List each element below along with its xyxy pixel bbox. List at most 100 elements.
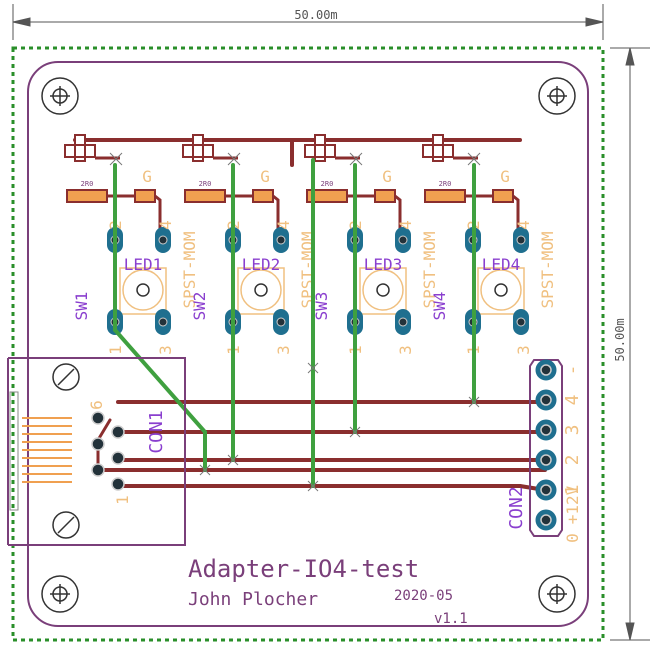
con2-ref-label: CON2 (506, 486, 527, 529)
resistor-value-label: 2R0 (439, 180, 452, 188)
switch-pin-label: 1 (106, 345, 125, 355)
led-resistor (66, 189, 108, 203)
switch-actuator (362, 269, 404, 311)
con1-hole-top (52, 363, 80, 391)
switch-ref-label: SW2 (190, 292, 209, 321)
con1-hole-bottom (52, 511, 80, 539)
switch-value-label: SPST-MOM (538, 231, 557, 308)
resistor-body (314, 134, 326, 162)
resistor-body (432, 134, 444, 162)
led-pad (374, 189, 396, 203)
resistor-value-label: 2R0 (321, 180, 334, 188)
switch-value-label: SPST-MOM (420, 231, 439, 308)
switch-ref-label: SW1 (72, 292, 91, 321)
via (307, 480, 319, 492)
switch-actuator (122, 269, 164, 311)
resistor-value-label: 2R0 (199, 180, 212, 188)
resistor-body (192, 134, 204, 162)
led-value-label: G (382, 167, 392, 186)
switch-center (376, 283, 390, 297)
switch-pad-hole (158, 317, 168, 327)
switch-pin-label: 4 (514, 220, 533, 230)
switch-pad-hole (276, 235, 286, 245)
switch-pad-hole (398, 235, 408, 245)
board-version: v1.1 (434, 611, 468, 627)
switch-pin-label: 3 (396, 345, 415, 355)
led-trace-down (512, 194, 520, 238)
via-mark (349, 152, 363, 166)
switch-center (254, 283, 268, 297)
switch-pad-hole (516, 317, 526, 327)
switch-value-label: SPST-MOM (180, 231, 199, 308)
mounting-holes (41, 77, 576, 613)
led-ref-label: LED2 (242, 255, 281, 274)
switch-pin-label: 4 (396, 220, 415, 230)
switch-pad-hole (276, 317, 286, 327)
con1-contacts (22, 417, 72, 483)
led-pad (492, 189, 514, 203)
via (349, 426, 361, 438)
con2-pin-label: 0 (563, 533, 582, 543)
led-value-label: G (142, 167, 152, 186)
con1-ref-label: CON1 (146, 410, 167, 453)
led-pad (134, 189, 156, 203)
switch-pin-label: 4 (274, 220, 293, 230)
led-trace-down (394, 194, 402, 238)
resistor-outline (304, 144, 336, 158)
con1-pins (91, 411, 125, 491)
resistor-value-label: 2R0 (81, 180, 94, 188)
resistor-outline (182, 144, 214, 158)
con2-pin-label: 3 (562, 425, 583, 436)
con2-minus-label: - (562, 365, 583, 376)
switch-center (494, 283, 508, 297)
via (227, 454, 239, 466)
switch-actuator (480, 269, 522, 311)
con2-pin-label: 1 (562, 485, 583, 496)
switch-pad-hole (158, 235, 168, 245)
via (307, 362, 319, 374)
via-mark (467, 152, 481, 166)
switch-body (119, 267, 167, 315)
switch-body (477, 267, 525, 315)
board-date: 2020-05 (394, 588, 453, 604)
con2-pins (535, 359, 557, 531)
switch-pad-hole (398, 317, 408, 327)
switch-center (136, 283, 150, 297)
led-trace-down (272, 194, 280, 238)
led-ref-label: LED4 (482, 255, 521, 274)
con2-pin-label: +12V (563, 485, 582, 524)
board-author: John Plocher (188, 589, 318, 610)
switch-ref-label: SW4 (430, 292, 449, 321)
switch-ref-label: SW3 (312, 292, 331, 321)
dimension-height-label: 50.00m (613, 318, 627, 361)
switch-pin-label: 3 (274, 345, 293, 355)
switch-actuator (240, 269, 282, 311)
switch-pin-label: 3 (514, 345, 533, 355)
mounting-hole-top-left (41, 77, 79, 115)
led-trace-down (154, 194, 162, 238)
board-outline (11, 46, 605, 642)
con1-connector (7, 357, 186, 546)
mounting-hole-bottom-left (41, 575, 79, 613)
mounting-hole-bottom-right (538, 575, 576, 613)
top-bus-traces (73, 138, 522, 167)
via-mark (227, 152, 241, 166)
con2-pin-label: 2 (562, 455, 583, 466)
switch-pin-label: 3 (156, 345, 175, 355)
via (468, 396, 480, 408)
led-ref-label: LED1 (124, 255, 163, 274)
signal-traces (96, 158, 547, 492)
dimension-top (12, 4, 604, 40)
vias (199, 362, 480, 492)
resistor-outline (422, 144, 454, 158)
board-silk-outline (27, 61, 589, 627)
switch-body (237, 267, 285, 315)
dimension-width-label: 50.00m (294, 8, 337, 22)
board-title: Adapter-IO4-test (188, 555, 419, 583)
